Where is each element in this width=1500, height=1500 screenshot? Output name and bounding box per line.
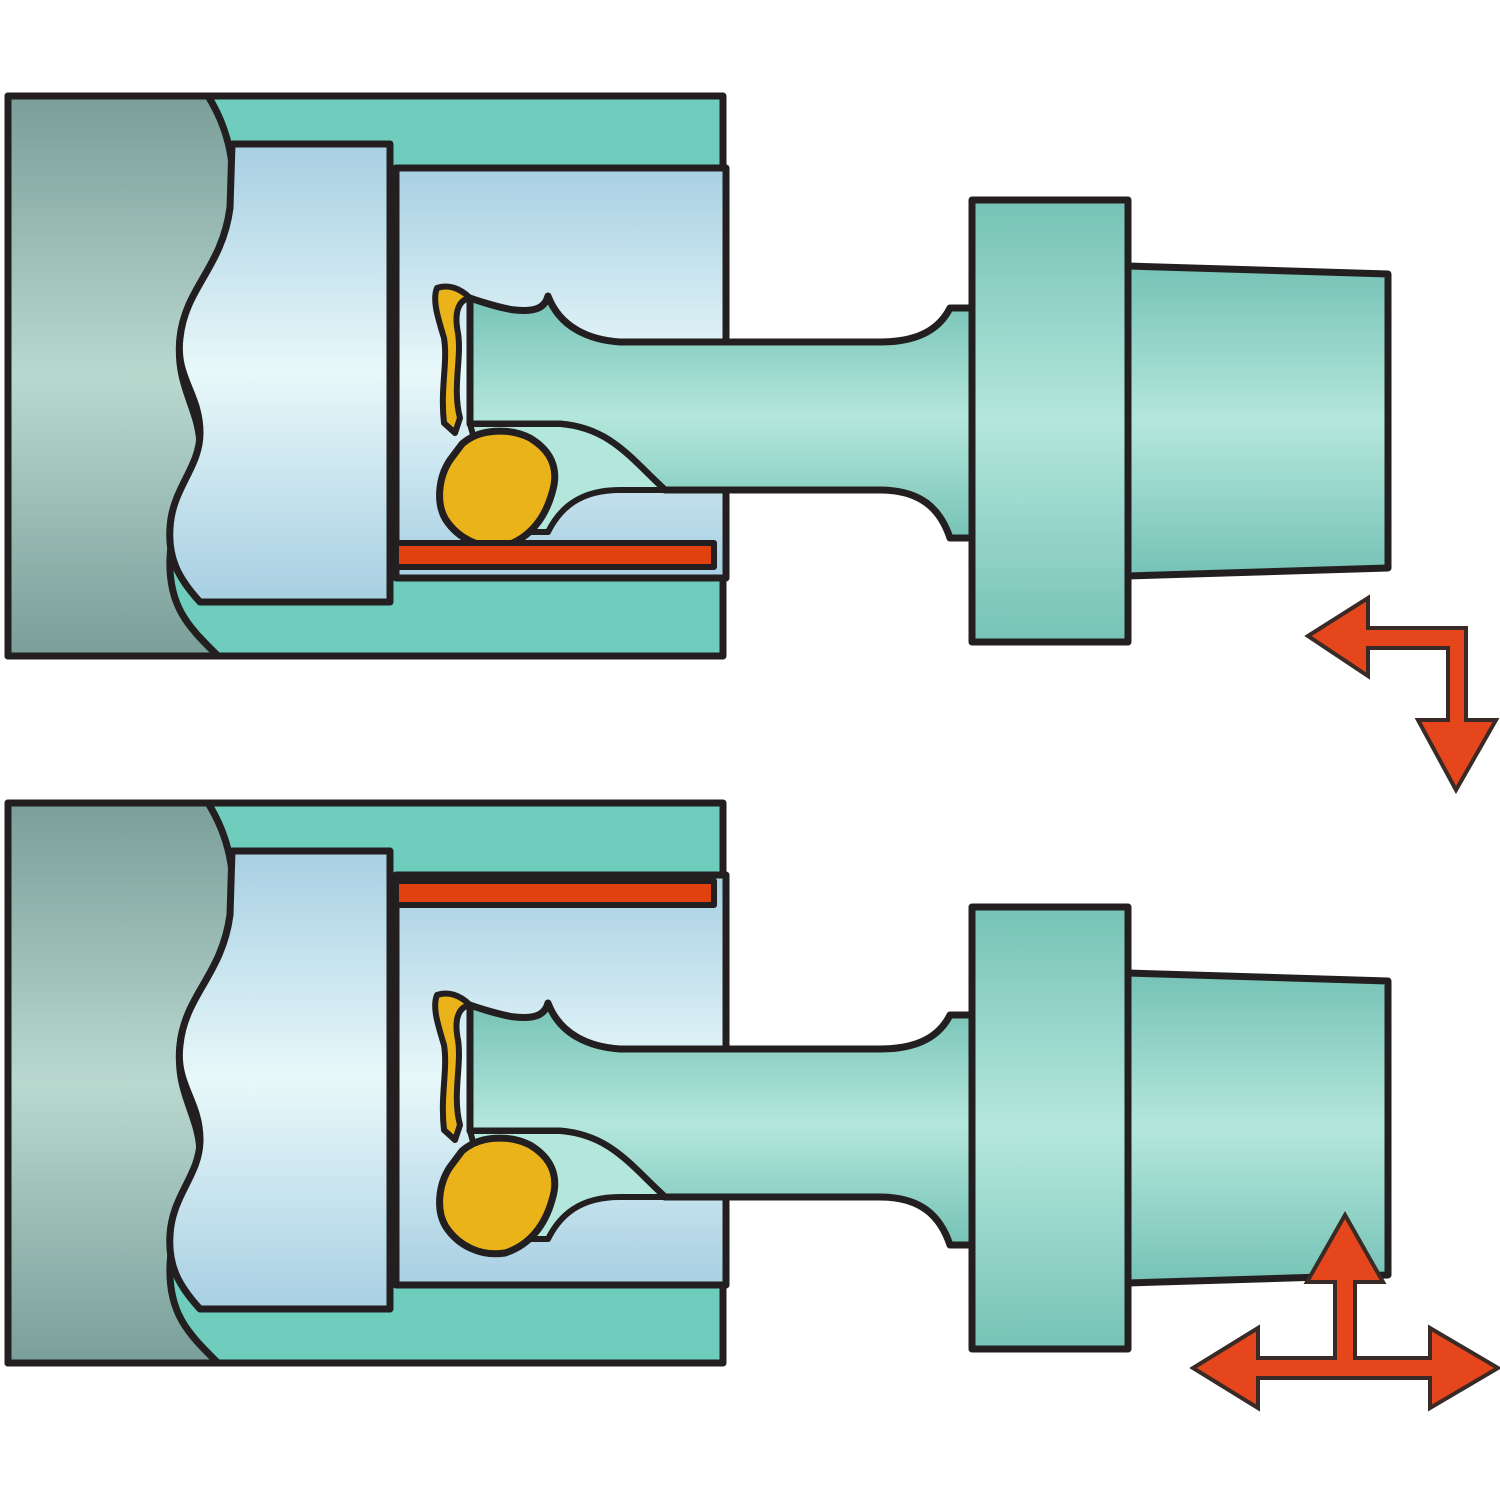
motion-arrow-up-left-right <box>1189 1210 1500 1412</box>
machined-surface-bottom <box>393 540 717 570</box>
panel-bottom <box>8 803 1388 1363</box>
panel-top <box>8 96 1388 656</box>
machined-surface-top <box>393 878 717 908</box>
motion-arrow-left-down <box>1304 594 1500 795</box>
